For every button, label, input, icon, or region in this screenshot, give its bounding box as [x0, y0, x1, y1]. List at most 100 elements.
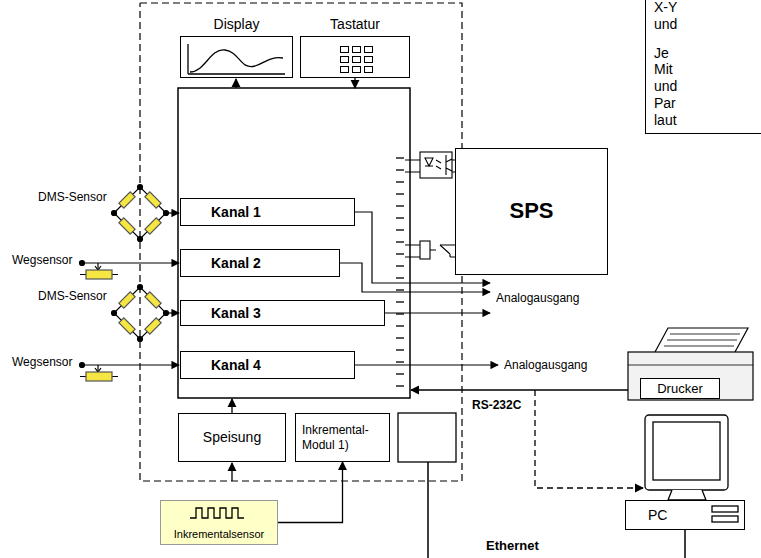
output-label: Analogausgang [504, 358, 587, 372]
box-text: Kanal 4 [211, 357, 261, 374]
sensor-label: DMS-Sensor [38, 190, 107, 204]
interface-label: RS-232C [472, 398, 521, 412]
printer-icon [628, 352, 753, 400]
display-box: Display [180, 36, 293, 78]
box-text: Kanal 1 [211, 204, 261, 221]
relay-symbol [405, 241, 456, 259]
computer-icon [653, 422, 720, 480]
computer-icon [645, 415, 738, 522]
computer-icon [668, 490, 706, 500]
box-text: Drucker [657, 381, 703, 397]
computer-icon [712, 506, 738, 512]
network-label: Ethernet [486, 538, 539, 554]
box-heading: Tastatur [301, 16, 409, 33]
sensor-label: Wegsensor [12, 355, 72, 369]
box-text: Kanal 3 [211, 305, 261, 322]
strain-gauge-bridge [114, 187, 166, 239]
strain-gauge-bridge [145, 292, 161, 308]
relay-symbol [430, 245, 450, 257]
strain-gauge-bridge [145, 192, 161, 208]
printer-icon [628, 365, 753, 366]
channel-box: Kanal 4 [180, 351, 355, 379]
power-arrow [231, 463, 232, 481]
computer-icon [645, 415, 728, 490]
printer-label-box: Drucker [640, 378, 720, 399]
power-supply-box: Speisung [178, 413, 286, 462]
strain-gauge-bridge [166, 212, 179, 213]
channel-box: Kanal 1 [180, 198, 355, 226]
potentiometer-symbol [80, 363, 180, 382]
display-curve [188, 44, 285, 74]
keypad [340, 46, 376, 76]
box-text: PC [648, 507, 667, 524]
serial-wire [411, 389, 639, 390]
note-box: X-Y und Je Mit und Par laut [645, 0, 761, 134]
strain-gauge-bridge [145, 218, 161, 234]
strain-gauge-bridge [119, 218, 135, 234]
analog-output-wire [385, 312, 490, 313]
channel-box: Kanal 3 [180, 300, 385, 326]
box-text: Je Mit und Par laut [654, 45, 688, 129]
printer-icon [655, 328, 748, 352]
strain-gauge-bridge [119, 192, 135, 208]
optocoupler-symbol [420, 152, 452, 178]
strain-gauge-bridge [119, 292, 135, 308]
strain-gauge-bridge [145, 318, 161, 334]
box-text: Speisung [203, 429, 261, 446]
keyboard-box: Tastatur [300, 36, 410, 78]
potentiometer-symbol [80, 261, 180, 280]
strain-gauge-bridge [112, 211, 117, 216]
strain-gauge-bridge [138, 337, 143, 342]
strain-gauge-bridge [112, 185, 180, 242]
channel-box: Kanal 2 [180, 249, 340, 277]
serial-wire-dashed [535, 390, 643, 488]
strain-gauge-bridge [138, 237, 143, 242]
box-text: Inkrementalsensor [174, 528, 265, 541]
pc-box: PC [625, 500, 745, 530]
box-text: X-Y und [654, 0, 688, 33]
incremental-module-box: Inkremental- Modul 1) [295, 413, 390, 462]
keyboard-arrow [354, 78, 355, 88]
strain-gauge-bridge [119, 318, 135, 334]
strain-gauge-bridge [112, 311, 117, 316]
display-curve [190, 50, 283, 72]
relay-symbol [420, 241, 430, 259]
strain-gauge-bridge [166, 312, 179, 313]
sensor-label: DMS-Sensor [38, 289, 107, 303]
optocoupler-symbol [446, 155, 452, 175]
plc-box: SPS [455, 148, 608, 275]
printer-icon [628, 328, 753, 400]
pulse-symbol [190, 508, 244, 518]
box-text: Inkremental- Modul 1) [302, 423, 389, 452]
potentiometer-symbol [86, 372, 112, 381]
sensor-label: Wegsensor [12, 253, 72, 267]
ethernet-wire [427, 462, 429, 558]
sensor-box: Inkrementalsensor [160, 500, 278, 545]
potentiometer-symbol [82, 364, 179, 365]
box-text: SPS [509, 198, 553, 224]
computer-icon [712, 516, 738, 522]
signal-connector [278, 462, 343, 523]
optocoupler-symbol [436, 160, 441, 169]
ethernet-module [398, 413, 456, 462]
housing-outline [140, 3, 462, 481]
main-unit [178, 88, 410, 398]
printer-icon [664, 334, 740, 346]
optocoupler-symbol [405, 152, 456, 178]
strain-gauge-bridge [138, 285, 143, 290]
analog-output-wire [355, 364, 498, 365]
display-curve [188, 44, 285, 74]
strain-gauge-bridge [114, 287, 166, 339]
potentiometer-symbol [95, 368, 101, 372]
potentiometer-symbol [86, 270, 112, 279]
strain-gauge-bridge [112, 285, 180, 342]
box-text: Kanal 2 [211, 255, 261, 272]
sensor-housing [160, 500, 278, 545]
ethernet-wire [684, 530, 686, 558]
optocoupler-symbol [425, 158, 433, 166]
potentiometer-symbol [95, 266, 101, 270]
box-heading: Display [181, 16, 292, 33]
